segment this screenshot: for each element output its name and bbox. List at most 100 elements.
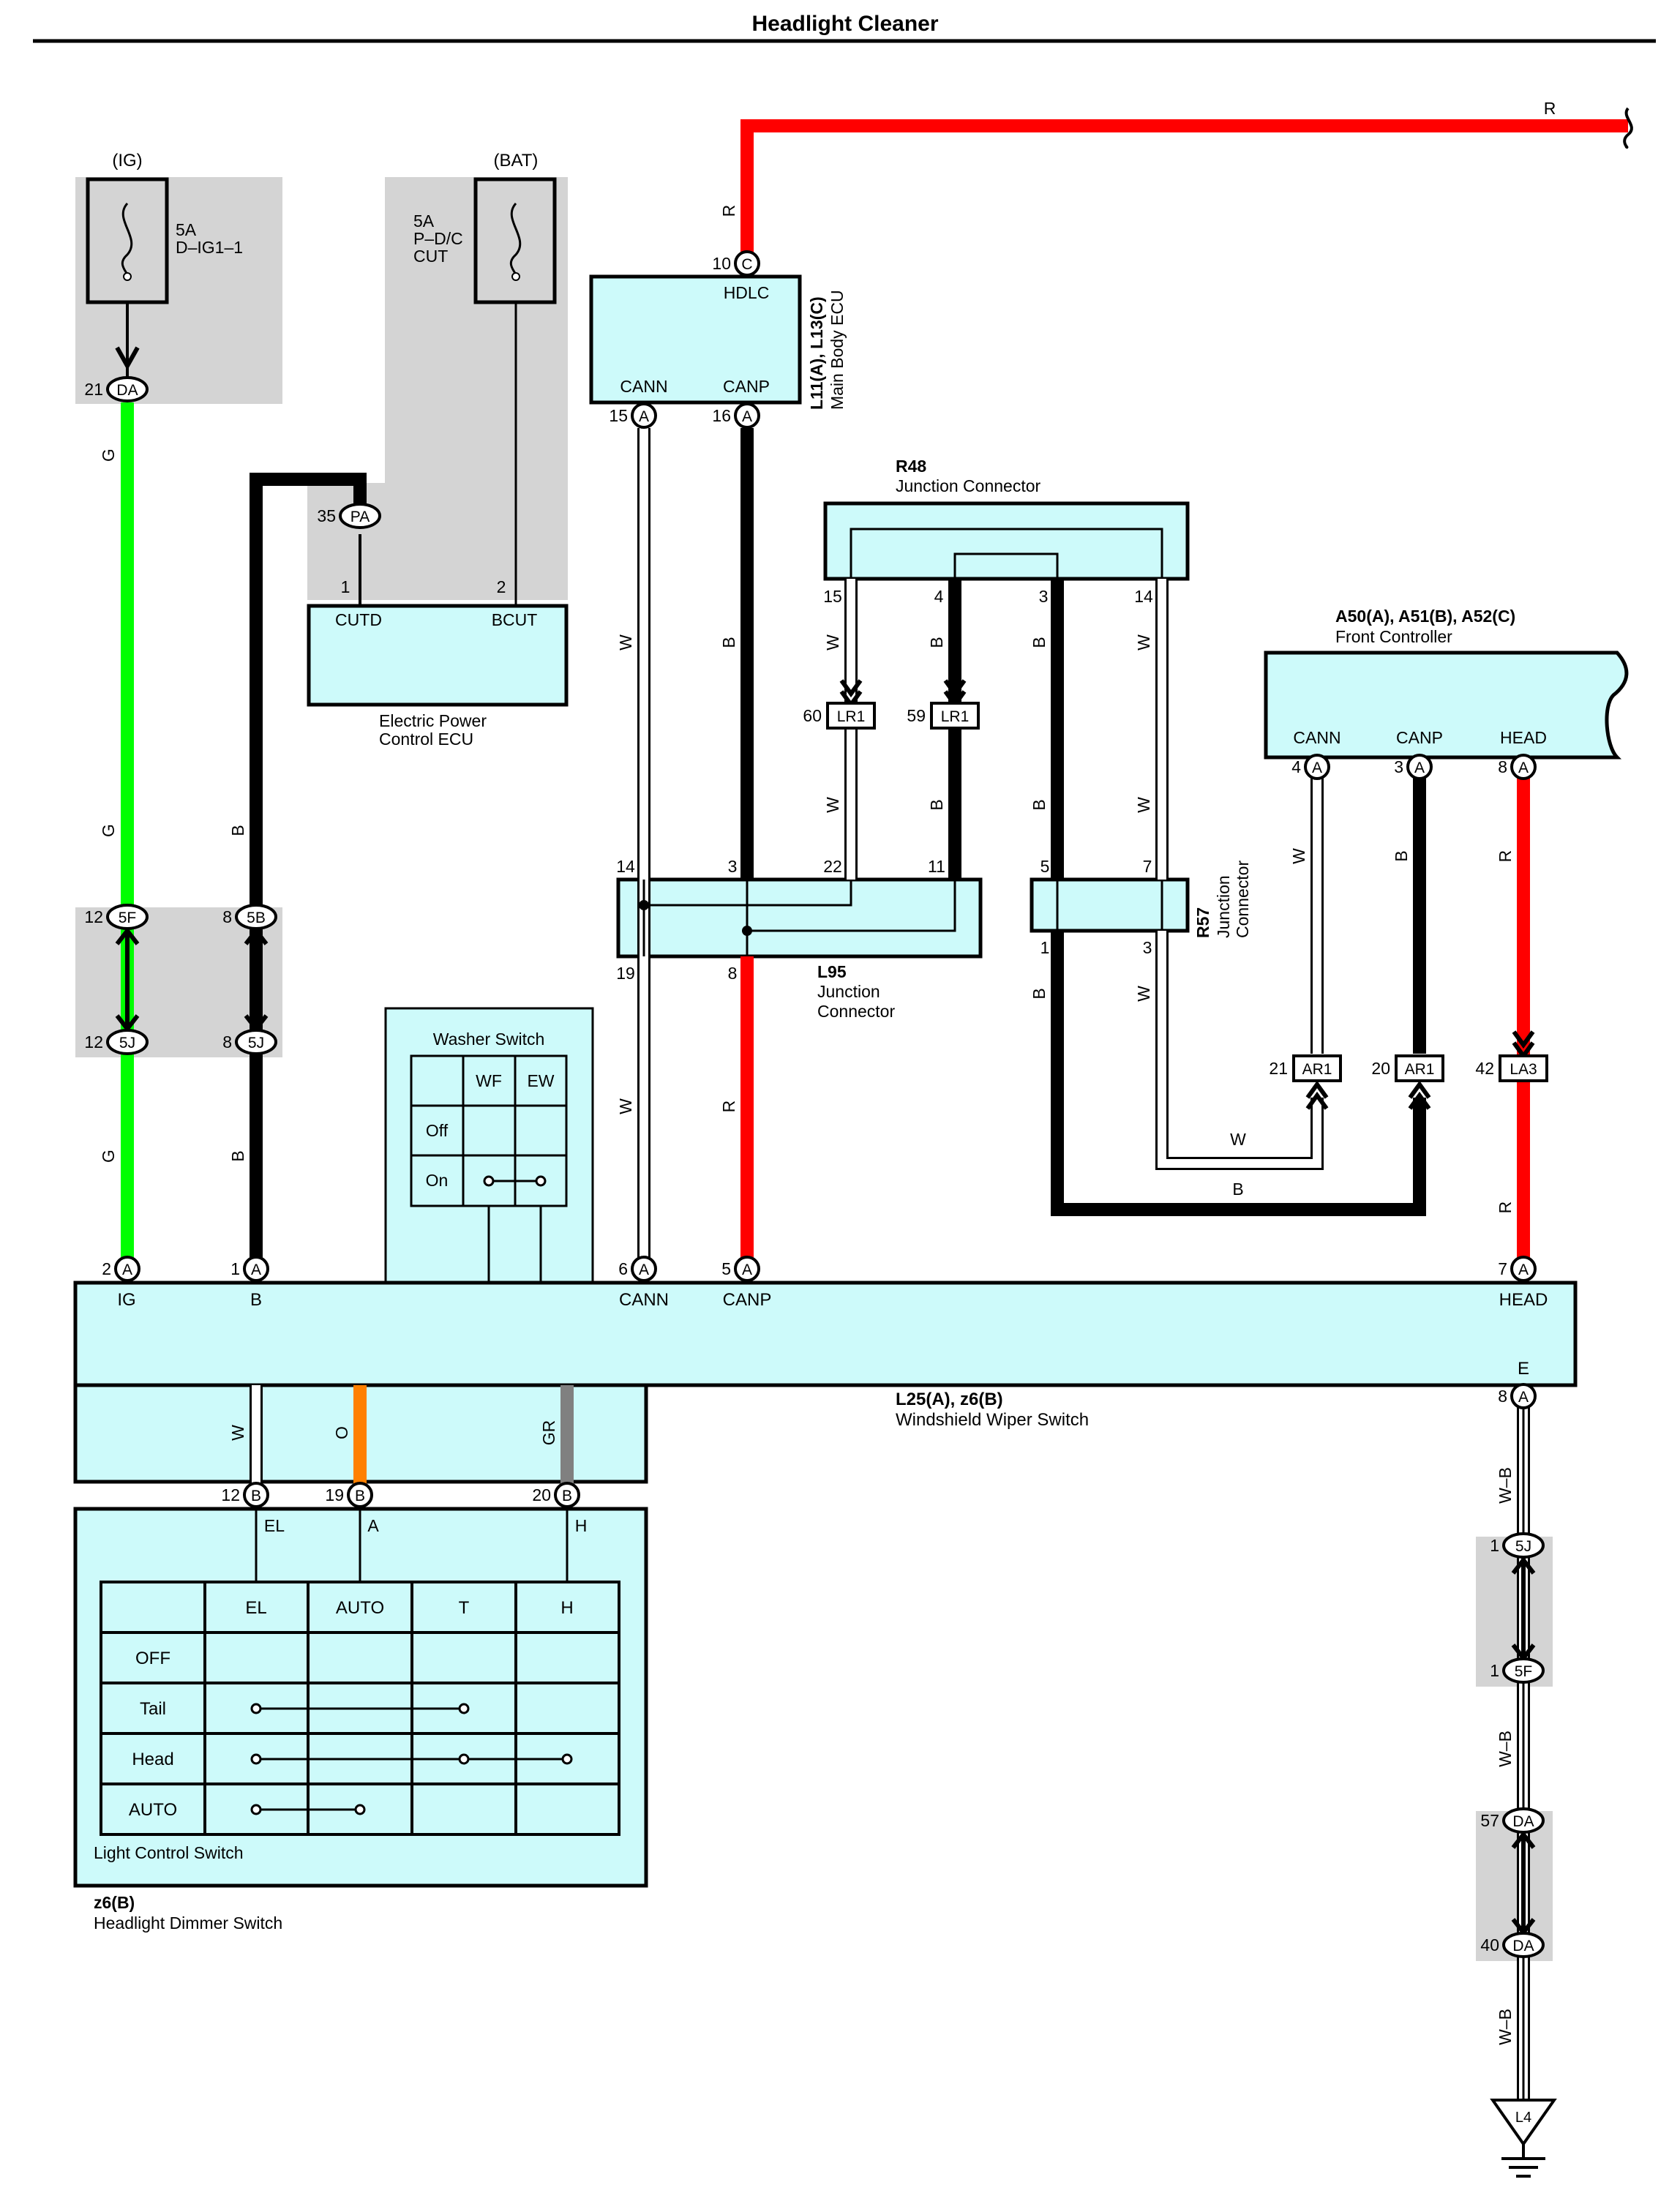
connector-b5b8: 5B8 xyxy=(222,904,277,930)
ig-fuse-terminal xyxy=(123,272,132,281)
connector-id: AR1 xyxy=(1302,1061,1332,1078)
ig-fuse-source: (IG) xyxy=(112,151,142,170)
wire-label-w-el: W xyxy=(228,1425,247,1441)
light-pin-a: A xyxy=(367,1516,379,1535)
wire-label-b-6: B xyxy=(1030,637,1049,648)
power-ecu-name2: Control ECU xyxy=(379,730,473,749)
connector-ecu_a16: A16 xyxy=(712,402,760,429)
ig-fuse-shade xyxy=(75,177,282,404)
r57-junction-connector xyxy=(1030,877,1190,933)
r57-name1: Junction xyxy=(1214,875,1233,938)
connector-pin: 15 xyxy=(609,406,628,425)
wiper-pin-head: HEAD xyxy=(1499,1290,1548,1310)
wire-label-r-top: R xyxy=(1544,99,1556,118)
connector-id: B xyxy=(562,1488,572,1504)
connector-pin: 6 xyxy=(618,1259,628,1278)
front-controller-name: Front Controller xyxy=(1335,627,1452,646)
connector-ws_a8: A8 xyxy=(1498,1383,1537,1409)
wire-break-symbol xyxy=(1623,107,1633,149)
light-col-h: H xyxy=(560,1598,573,1618)
wiper-pin-cann: CANN xyxy=(619,1290,669,1310)
connector-ws_a1: A1 xyxy=(230,1256,269,1282)
wiper-pin-e: E xyxy=(1518,1359,1529,1379)
connector-pin: 10 xyxy=(712,254,731,273)
washer-contact-wf xyxy=(483,1175,495,1187)
ecu-pin-cann: CANN xyxy=(620,377,667,396)
ig-fuse-name: D–IG1–1 xyxy=(176,238,243,257)
r57-pin-1: 1 xyxy=(1040,938,1050,957)
connector-fc_a8: A8 xyxy=(1498,754,1537,780)
connector-pin: 35 xyxy=(317,506,336,525)
connector-id: A xyxy=(1312,760,1322,776)
connector-pin: 3 xyxy=(1394,757,1403,776)
r48-internal-link xyxy=(953,552,1059,580)
power-ecu-pin-bcut: BCUT xyxy=(492,610,538,629)
wiper-pin-b: B xyxy=(250,1290,262,1310)
electric-power-control-ecu xyxy=(307,604,569,707)
connector-da57: DA 57 xyxy=(1480,1807,1545,1834)
ecu-pin-hdlc: HDLC xyxy=(724,283,770,302)
light-col-auto: AUTO xyxy=(336,1598,384,1618)
dimmer-name: Headlight Dimmer Switch xyxy=(94,1913,282,1933)
wire-label-g-3: G xyxy=(99,1150,118,1163)
light-pin-el: EL xyxy=(264,1516,285,1535)
wire-label-r-head-2: R xyxy=(1496,1202,1515,1214)
connector-id: A xyxy=(1518,1389,1529,1406)
l95-pin-8: 8 xyxy=(728,964,738,983)
r57-pin-5: 5 xyxy=(1040,857,1050,876)
l95-name2: Connector xyxy=(817,1002,895,1021)
l95-pin-3: 3 xyxy=(728,857,738,876)
l95-node-cann xyxy=(639,900,649,910)
connector-pin: 12 xyxy=(221,1485,240,1504)
wire-label-b-7: B xyxy=(1030,799,1049,810)
connector-pin: 8 xyxy=(1498,1387,1507,1406)
ig-fuse-rating: 5A xyxy=(176,220,197,239)
bat-fuse-rating: 5A xyxy=(413,211,435,230)
wire-label-w-8: W xyxy=(1289,848,1308,864)
connector-id: A xyxy=(251,1262,261,1278)
wire-label-r-head-1: R xyxy=(1496,850,1515,863)
front-controller xyxy=(1264,651,1629,760)
connector-id: A xyxy=(639,1262,649,1278)
ig-fuse-icon xyxy=(121,202,133,277)
connector-id: A xyxy=(1414,760,1425,776)
fc-pin-cann: CANN xyxy=(1293,728,1340,747)
connector-pin: 19 xyxy=(325,1485,344,1504)
cutd-pin-number: 1 xyxy=(341,577,350,596)
wire-label-r-hdlc: R xyxy=(719,205,738,217)
connector-ws_b20: B20 xyxy=(532,1482,580,1508)
fc-pin-head: HEAD xyxy=(1500,728,1547,747)
connector-id: DA xyxy=(1512,1813,1534,1830)
connector-id: 5J xyxy=(119,1035,135,1051)
connector-pin: 42 xyxy=(1475,1059,1494,1078)
wiper-switch-code: L25(A), z6(B) xyxy=(896,1390,1003,1409)
connector-id: DA xyxy=(116,382,138,399)
light-row-head: Head xyxy=(132,1750,173,1769)
connector-pin: 8 xyxy=(1498,757,1507,776)
light-col-t: T xyxy=(459,1598,470,1618)
connector-id: A xyxy=(1518,760,1529,776)
wiper-pin-canp: CANP xyxy=(723,1290,772,1310)
wire-label-b-2: B xyxy=(228,1150,247,1161)
r48-pin-14: 14 xyxy=(1134,587,1153,606)
wire-label-b-1: B xyxy=(228,825,247,836)
l95-node-canp xyxy=(742,926,752,936)
connector-id: 5J xyxy=(248,1035,264,1051)
connector-pin: 12 xyxy=(84,1032,103,1051)
connector-pin: 57 xyxy=(1480,1811,1499,1830)
washer-col-wf: WF xyxy=(476,1071,502,1090)
connector-id: A xyxy=(742,1262,752,1278)
connector-pin: 8 xyxy=(222,1032,232,1051)
wire-b-pa xyxy=(250,473,367,1268)
wire-label-b-4: B xyxy=(927,637,946,648)
r48-pin-3: 3 xyxy=(1039,587,1049,606)
connector-ws_a2: A2 xyxy=(102,1256,140,1282)
